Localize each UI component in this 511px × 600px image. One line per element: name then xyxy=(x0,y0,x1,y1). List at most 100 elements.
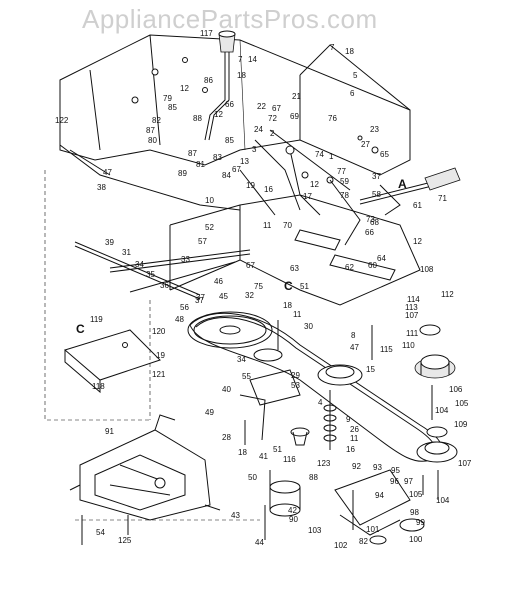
callout: 119 xyxy=(90,315,103,324)
callout-letter: C xyxy=(76,322,85,336)
callout: 52 xyxy=(205,223,214,232)
callout: 53 xyxy=(291,381,300,390)
callout: 8 xyxy=(351,331,356,340)
callout: 66 xyxy=(365,228,374,237)
callout: 32 xyxy=(245,291,254,300)
callout: 44 xyxy=(255,538,264,547)
callout: 118 xyxy=(92,382,105,391)
callout: 81 xyxy=(196,160,205,169)
reference-lines xyxy=(44,170,260,521)
callout: 43 xyxy=(231,511,240,520)
callout: 18 xyxy=(238,448,247,457)
callout: 5 xyxy=(353,71,358,80)
callout: 105 xyxy=(409,490,423,499)
callout: 67 xyxy=(232,165,241,174)
callout: 37 xyxy=(372,172,381,181)
callout: 61 xyxy=(413,201,422,210)
callout: 85 xyxy=(168,103,177,112)
callout: 14 xyxy=(248,55,257,64)
callout-letter: A xyxy=(398,177,407,191)
callout: 12 xyxy=(214,110,223,119)
callout: 71 xyxy=(438,194,447,203)
callout: 82 xyxy=(152,116,161,125)
callout: 91 xyxy=(105,427,114,436)
callout: 69 xyxy=(290,112,299,121)
callout: 7 xyxy=(330,43,335,52)
callout: 122 xyxy=(55,116,69,125)
callout: 66 xyxy=(225,100,234,109)
callout: 107 xyxy=(405,311,419,320)
callout: 58 xyxy=(372,190,381,199)
callout: 51 xyxy=(300,282,309,291)
callout: 123 xyxy=(317,459,331,468)
bracket-94 xyxy=(334,469,425,545)
pulley-15 xyxy=(317,364,363,386)
callout: 72 xyxy=(268,114,277,123)
linkage-cluster xyxy=(239,129,361,246)
callout: 11 xyxy=(293,310,302,319)
bolts xyxy=(244,320,439,540)
callout: 46 xyxy=(214,277,223,286)
callout: 47 xyxy=(103,168,112,177)
callout: 121 xyxy=(152,370,166,379)
callout: 1 xyxy=(329,152,334,161)
callout: 16 xyxy=(264,185,273,194)
callout: 88 xyxy=(309,473,318,482)
callout: 103 xyxy=(308,526,322,535)
callout: 21 xyxy=(292,92,301,101)
callout: 40 xyxy=(222,385,231,394)
callout: 33 xyxy=(181,255,190,264)
callout: 108 xyxy=(420,265,434,274)
callout: 86 xyxy=(204,76,213,85)
callout: 2 xyxy=(270,129,275,138)
callout: 98 xyxy=(410,508,419,517)
callout: 22 xyxy=(257,102,266,111)
callout: 125 xyxy=(118,536,132,545)
callout: 87 xyxy=(146,126,155,135)
callout: 93 xyxy=(373,463,382,472)
callout: 27 xyxy=(361,140,370,149)
callout: 75 xyxy=(254,282,263,291)
callout: 113 xyxy=(405,303,418,312)
callout: 74 xyxy=(315,150,324,159)
callout: 90 xyxy=(289,515,298,524)
callout: 13 xyxy=(240,157,249,166)
callout: 99 xyxy=(416,518,425,527)
callout: 6 xyxy=(350,89,355,98)
callout: 80 xyxy=(148,136,157,145)
callout: 19 xyxy=(246,181,255,190)
callout: 28 xyxy=(222,433,231,442)
callout: 97 xyxy=(404,477,413,486)
callout: 115 xyxy=(380,345,393,354)
callout: 79 xyxy=(163,94,172,103)
transaxle xyxy=(69,414,221,545)
callout: 47 xyxy=(350,343,359,352)
callout: 18 xyxy=(237,71,246,80)
callout: 12 xyxy=(310,180,319,189)
knob-116 xyxy=(290,427,310,446)
callout: 15 xyxy=(366,365,375,374)
watermark: AppliancePartsPros.com xyxy=(82,4,378,34)
callout: 26 xyxy=(350,425,359,434)
callout: 100 xyxy=(409,535,423,544)
callout: 116 xyxy=(283,455,296,464)
callout: 18 xyxy=(283,301,292,310)
callout: 50 xyxy=(248,473,257,482)
callout: 9 xyxy=(346,415,351,424)
callout: 109 xyxy=(454,420,468,429)
callout: 7 xyxy=(238,55,243,64)
callout: 114 xyxy=(407,295,420,304)
callout: 35 xyxy=(146,270,155,279)
callout: 41 xyxy=(259,452,268,461)
callout: 105 xyxy=(455,399,469,408)
callout: 73 xyxy=(366,215,375,224)
callout: 96 xyxy=(390,477,399,486)
callout: 59 xyxy=(340,177,349,186)
callout: 101 xyxy=(366,525,380,534)
callout: 110 xyxy=(402,341,415,350)
callout: 11 xyxy=(350,434,359,443)
callout: 31 xyxy=(122,248,131,257)
callout: 84 xyxy=(222,171,231,180)
chassis-frame xyxy=(59,34,411,211)
